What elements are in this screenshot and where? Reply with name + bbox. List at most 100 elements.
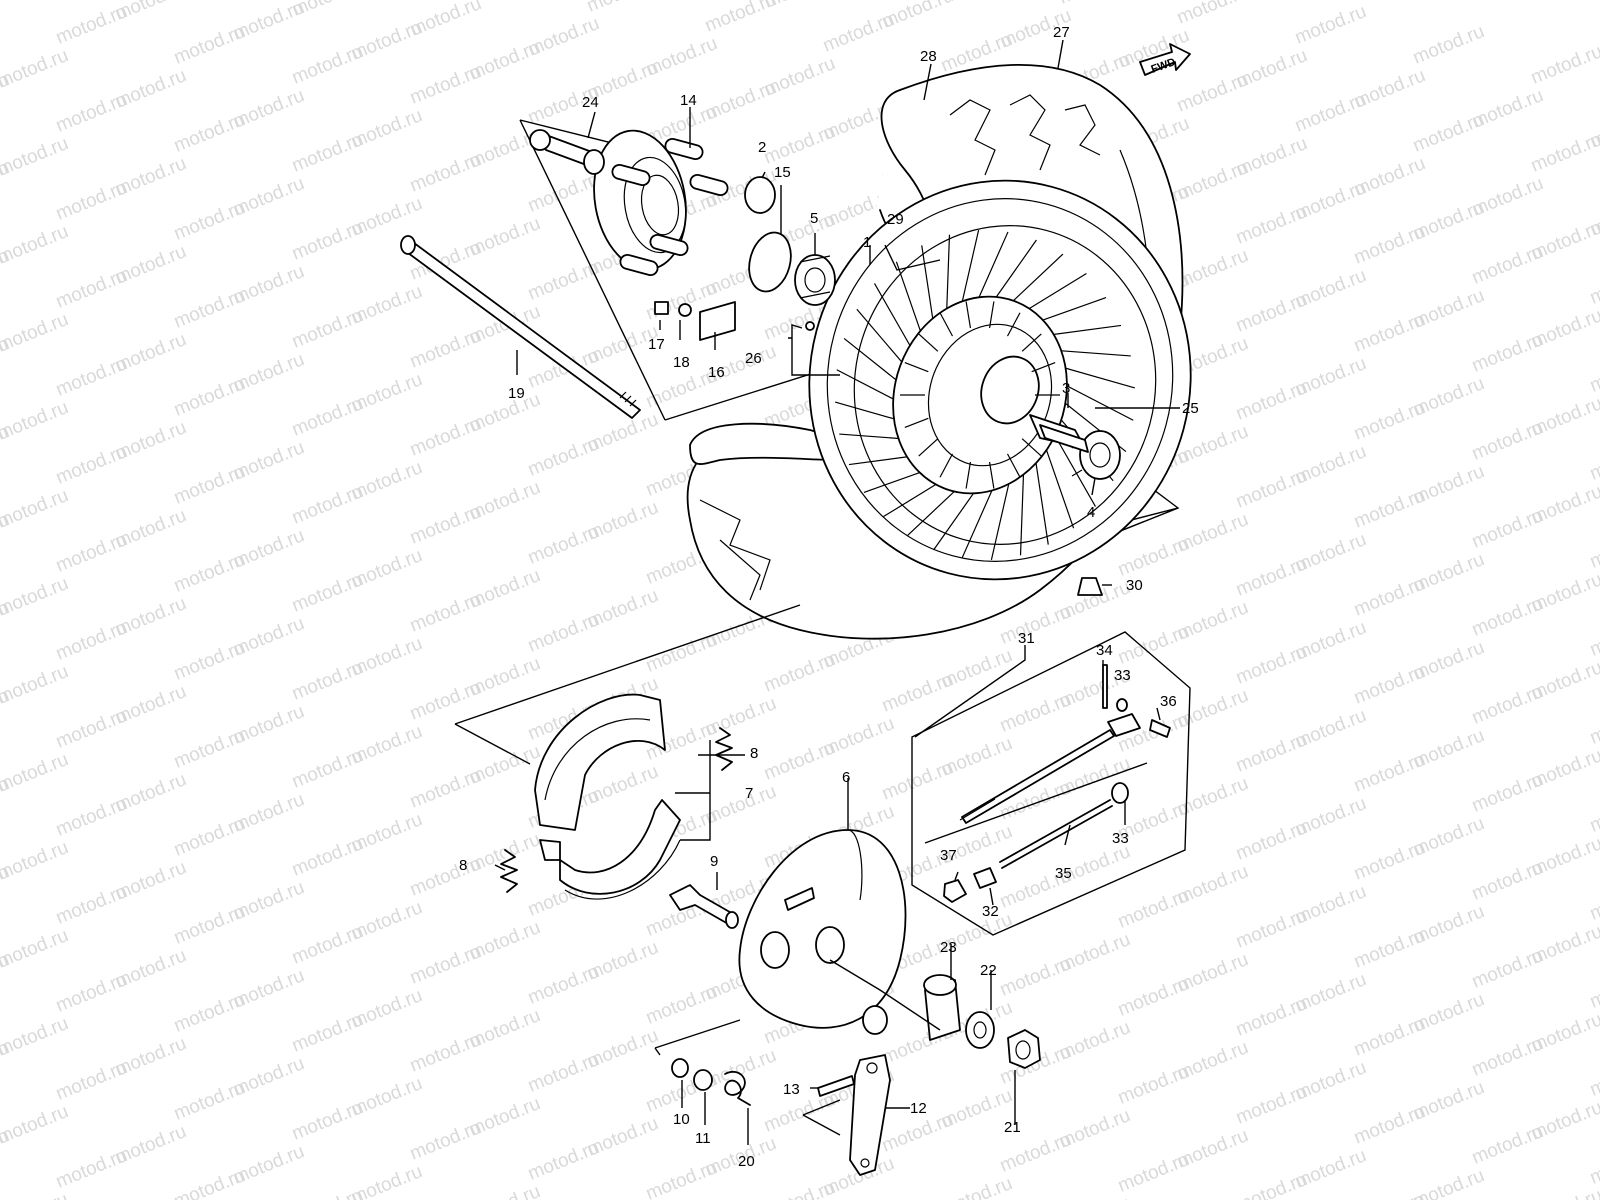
watermark-text: motod.ru bbox=[1587, 437, 1600, 485]
watermark-text: motod.ru bbox=[1469, 857, 1546, 905]
spacer-collar bbox=[529, 129, 605, 175]
watermark-text: motod.ru bbox=[171, 813, 248, 861]
callout-2: 2 bbox=[758, 139, 766, 156]
watermark-text: motod.ru bbox=[1587, 701, 1600, 749]
hub-fin bbox=[918, 333, 939, 352]
valve bbox=[805, 321, 815, 331]
watermark-text: motod.ru bbox=[1587, 261, 1600, 309]
watermark-text: motod.ru bbox=[1587, 789, 1600, 837]
o-ring-small bbox=[671, 1058, 689, 1078]
callout-10: 10 bbox=[673, 1111, 690, 1128]
watermark-text: motod.ru bbox=[53, 89, 130, 137]
watermark-text: motod.ru bbox=[1233, 289, 1310, 337]
thrust-washer-hole bbox=[973, 1021, 987, 1039]
callout-5: 5 bbox=[810, 210, 818, 227]
callout-6: 6 bbox=[842, 769, 850, 786]
torque-rod-divider bbox=[924, 762, 1148, 844]
watermark-text: motod.ru bbox=[53, 705, 130, 753]
watermark-text: motod.ru bbox=[289, 1097, 366, 1145]
callout-8-lower: 8 bbox=[459, 857, 467, 874]
watermark-text: motod.ru bbox=[1410, 109, 1487, 157]
watermark-text: motod.ru bbox=[1233, 553, 1310, 601]
watermark-text: motod.ru bbox=[525, 433, 602, 481]
watermark-text: motod.ru bbox=[289, 129, 366, 177]
callout-1: 1 bbox=[863, 234, 871, 251]
watermark-text: motod.ru bbox=[289, 41, 366, 89]
brake-cam-lever bbox=[849, 1054, 891, 1176]
brake-panel-spacer bbox=[923, 974, 961, 1041]
callout-22: 22 bbox=[980, 962, 997, 979]
watermark-text: motod.ru bbox=[407, 765, 484, 813]
watermark-text: motod.ru bbox=[997, 1129, 1074, 1177]
watermark-text: motod.ru bbox=[1233, 993, 1310, 1041]
watermark-text: motod.ru bbox=[171, 1165, 248, 1200]
spoke bbox=[1019, 463, 1025, 556]
watermark-text: motod.ru bbox=[1115, 973, 1192, 1021]
torque-rod-frame bbox=[911, 631, 1191, 936]
watermark-text: motod.ru bbox=[1351, 925, 1428, 973]
watermark-text: motod.ru bbox=[1233, 465, 1310, 513]
washer-upper bbox=[1116, 698, 1128, 712]
watermark-text: motod.ru bbox=[1233, 1081, 1310, 1129]
cotter-pin bbox=[1102, 664, 1108, 709]
watermark-text: motod.ru bbox=[0, 1189, 71, 1200]
spoke bbox=[1033, 452, 1049, 545]
brake-hub bbox=[892, 295, 1086, 495]
brake-cam bbox=[669, 884, 739, 929]
watermark-text: motod.ru bbox=[525, 961, 602, 1009]
watermark-text: motod.ru bbox=[407, 149, 484, 197]
callout-16: 16 bbox=[708, 364, 725, 381]
watermark-text: motod.ru bbox=[1351, 1013, 1428, 1061]
watermark-text: motod.ru bbox=[289, 481, 366, 529]
callout-32: 32 bbox=[982, 903, 999, 920]
hub-studs bbox=[611, 137, 729, 277]
watermark-text: motod.ru bbox=[289, 1185, 366, 1200]
callout-18: 18 bbox=[673, 354, 690, 371]
watermark-text: motod.ru bbox=[1115, 533, 1192, 581]
nut-37 bbox=[943, 879, 967, 903]
brake-shoe-spring-lower bbox=[500, 849, 518, 893]
watermark-text: motod.ru bbox=[1528, 1185, 1600, 1200]
watermark-text: motod.ru bbox=[1292, 89, 1369, 137]
callout-36: 36 bbox=[1160, 693, 1177, 710]
watermark-text: motod.ru bbox=[171, 21, 248, 69]
callout-23: 23 bbox=[940, 939, 957, 956]
callout-31: 31 bbox=[1018, 630, 1035, 647]
spoke bbox=[990, 470, 1013, 560]
watermark-text: motod.ru bbox=[1351, 485, 1428, 533]
watermark-text: motod.ru bbox=[702, 0, 779, 37]
watermark-text: motod.ru bbox=[289, 1009, 366, 1057]
watermark-text: motod.ru bbox=[53, 353, 130, 401]
watermark-text: motod.ru bbox=[1056, 0, 1133, 9]
spoke bbox=[1042, 440, 1075, 529]
watermark-text: motod.ru bbox=[1469, 769, 1546, 817]
hub-fin bbox=[904, 417, 929, 429]
brake-shoes bbox=[534, 693, 681, 900]
watermark-text: motod.ru bbox=[1351, 573, 1428, 621]
watermark-text: motod.ru bbox=[407, 1117, 484, 1165]
callout-24: 24 bbox=[582, 94, 599, 111]
watermark-text: motod.ru bbox=[761, 737, 838, 785]
spring-group-leader bbox=[654, 1019, 741, 1056]
hub-fin bbox=[965, 461, 972, 489]
spring-seat-washer bbox=[1111, 782, 1129, 804]
watermark-text: motod.ru bbox=[0, 0, 12, 29]
pin-36 bbox=[1149, 719, 1171, 738]
watermark-text: motod.ru bbox=[289, 657, 366, 705]
hub-fin bbox=[1031, 361, 1056, 373]
thrust-washer bbox=[965, 1011, 995, 1049]
watermark-text: motod.ru bbox=[879, 757, 956, 805]
lever-bolt bbox=[817, 1075, 855, 1097]
callout-28: 28 bbox=[920, 48, 937, 65]
hub-fin bbox=[965, 301, 972, 329]
watermark-text: motod.ru bbox=[1233, 729, 1310, 777]
rear-sprocket-drum bbox=[593, 129, 729, 277]
callout-27: 27 bbox=[1053, 24, 1070, 41]
watermark-text: motod.ru bbox=[761, 121, 838, 169]
watermark-text: motod.ru bbox=[407, 853, 484, 901]
lock-washer bbox=[699, 301, 736, 341]
watermark-text: motod.ru bbox=[1528, 41, 1600, 89]
watermark-text: motod.ru bbox=[407, 413, 484, 461]
watermark-text: motod.ru bbox=[643, 981, 720, 1029]
watermark-text: motod.ru bbox=[879, 669, 956, 717]
